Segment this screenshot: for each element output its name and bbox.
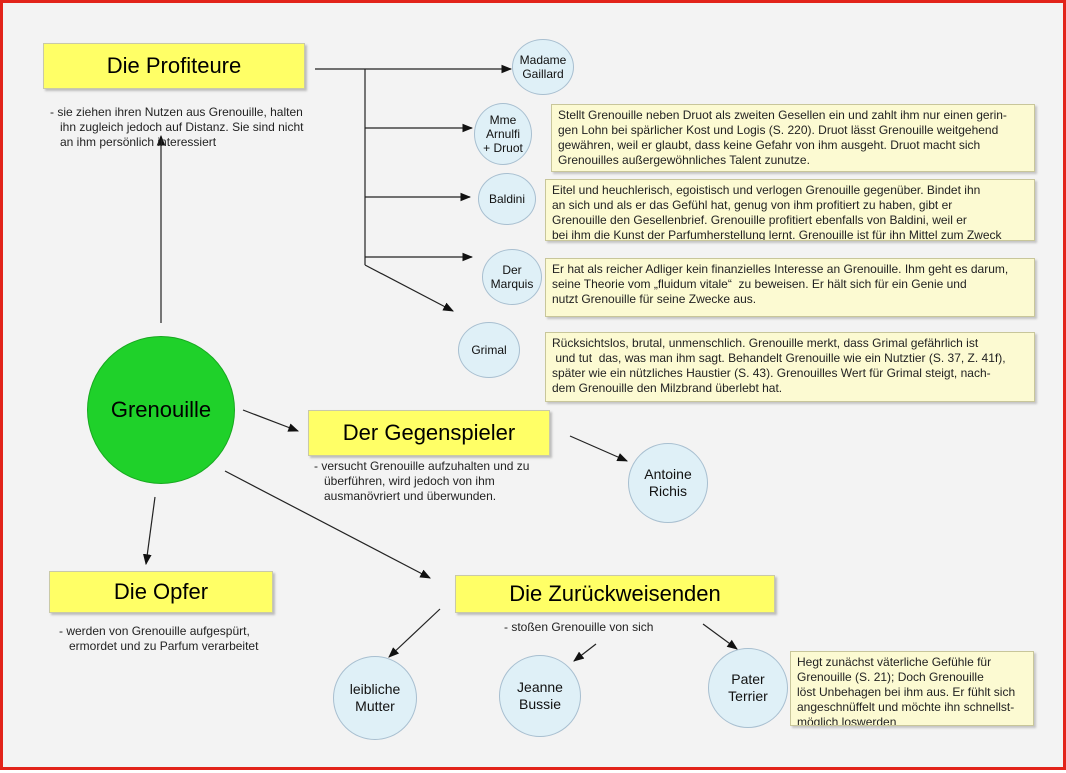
description-grimal: Rücksichtslos, brutal, unmenschlich. Gre… (545, 332, 1035, 402)
description-baldini: Eitel und heuchlerisch, egoistisch und v… (545, 179, 1035, 241)
character-richis: Antoine Richis (628, 443, 708, 523)
arrow-to-richis (569, 435, 628, 462)
arrow-to-grimal (364, 264, 454, 312)
character-bussie: Jeanne Bussie (499, 655, 581, 737)
character-baldini: Baldini (478, 173, 536, 225)
arrow-to-gegenspieler (242, 409, 300, 432)
gegenspieler-note: - versucht Grenouille aufzuhalten und zu… (314, 459, 530, 503)
arrow-to-bussie (573, 643, 597, 662)
arrow-to-mutter (388, 608, 441, 658)
profiteure-note: - sie ziehen ihren Nutzen aus Grenouille… (50, 105, 304, 149)
character-arnulfi: Mme Arnulfi + Druot (474, 103, 532, 165)
zurueckweisenden-title: Die Zurückweisenden (509, 581, 721, 606)
profiteure-title: Die Profiteure (106, 53, 242, 78)
arrow-to-zurueckweisenden (224, 470, 431, 579)
zurueckweisenden-header: Die Zurückweisenden (455, 575, 775, 613)
arrow-to-opfer (143, 496, 156, 566)
opfer-header: Die Opfer (49, 571, 273, 613)
opfer-note: - werden von Grenouille aufgespürt, ermo… (59, 624, 259, 653)
character-terrier: Pater Terrier (708, 648, 788, 728)
grenouille-node: Grenouille (87, 336, 235, 484)
connector-lines (143, 64, 738, 662)
profiteure-header: Die Profiteure (43, 43, 305, 89)
gegenspieler-header: Der Gegenspieler (308, 410, 550, 456)
character-grimal: Grimal (458, 322, 520, 378)
grenouille-label: Grenouille (110, 397, 212, 422)
arrow-to-terrier (702, 623, 738, 650)
opfer-title: Die Opfer (113, 579, 209, 604)
description-terrier: Hegt zunächst väterliche Gefühle für Gre… (790, 651, 1034, 726)
description-arnulfi: Stellt Grenouille neben Druot als zweite… (551, 104, 1035, 172)
character-mutter: leibliche Mutter (333, 656, 417, 740)
character-gaillard: Madame Gaillard (512, 39, 574, 95)
character-marquis: Der Marquis (482, 249, 542, 305)
gegenspieler-title: Der Gegenspieler (342, 420, 516, 445)
zurueckweisenden-note: - stoßen Grenouille von sich (504, 620, 654, 634)
description-marquis: Er hat als reicher Adliger kein finanzie… (545, 258, 1035, 317)
